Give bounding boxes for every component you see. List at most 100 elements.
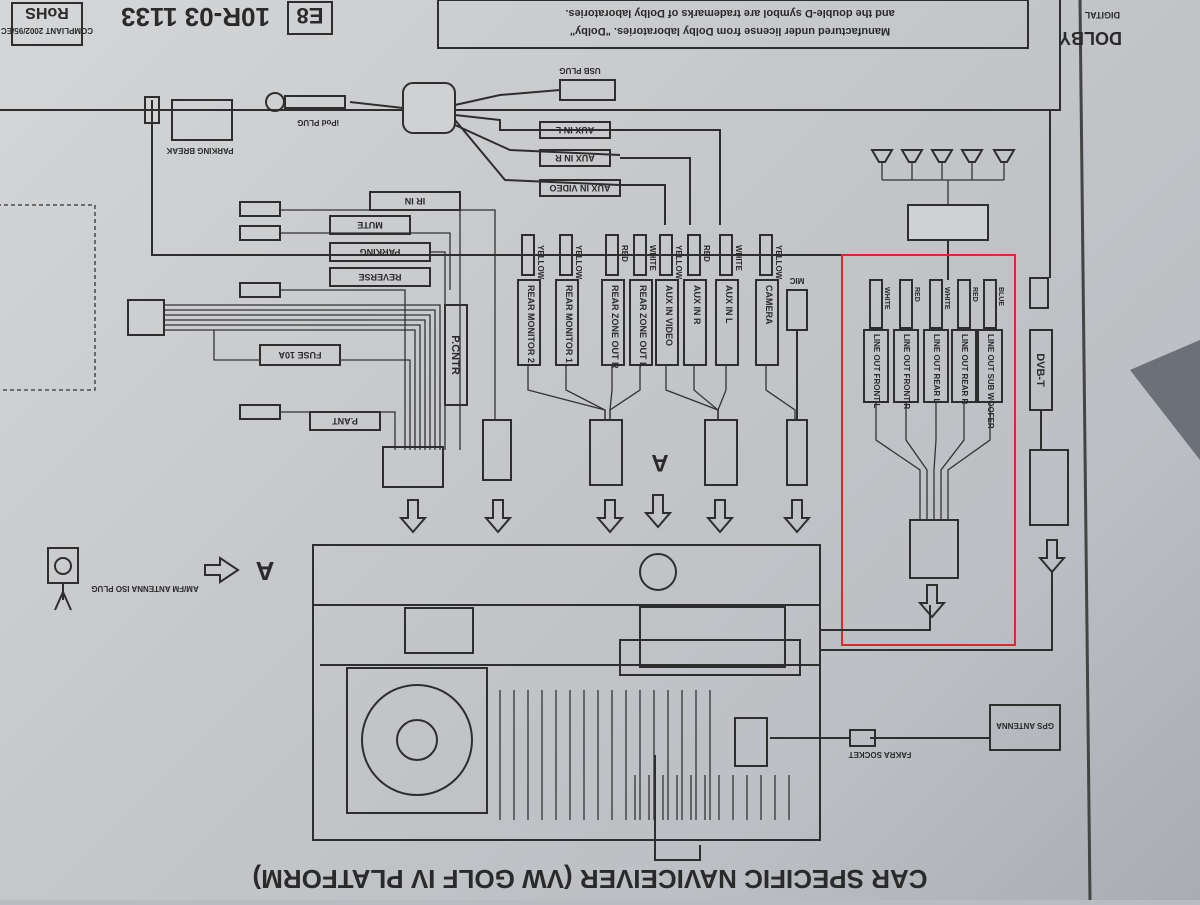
speaker-wiring-box (0, 204, 96, 391)
parking-label: PARKING (360, 247, 401, 257)
antenna-label: AM/FM ANTENNA ISO PLUG (91, 584, 198, 593)
gps-socket (734, 717, 768, 767)
rca-color-label: RED (620, 245, 629, 262)
ipod-plug-label: iPod PLUG (297, 118, 339, 127)
rca-label: REAR ZONE OUT R (610, 285, 620, 369)
line-out-label: LINE OUT SUB WOOFER (986, 334, 995, 429)
head-unit (312, 544, 1053, 861)
rca-label-box (555, 279, 579, 366)
iso-socket (404, 607, 474, 654)
rca-label-box (755, 279, 779, 366)
iso-connector (127, 299, 165, 336)
rohs-sub: COMPLIANT 2002/95/EC (1, 26, 93, 35)
cooling-fan (346, 667, 488, 814)
usb-plug-label: USB PLUG (559, 66, 600, 75)
aux-in-r-plug: AUX IN R (555, 153, 595, 163)
ir-in-label: IR IN (405, 196, 426, 206)
ir-in-plug (239, 201, 281, 217)
line-out-color: WHITE (943, 287, 950, 310)
line-out-color: WHITE (883, 287, 890, 310)
arrow-down-icon (398, 499, 428, 534)
p-ant-label: P.ANT (332, 416, 358, 426)
p-cntr-label: P.CNTR (449, 335, 461, 375)
marker-a-left: A (255, 556, 274, 586)
main-harness-connector (382, 446, 444, 488)
highlight-line-out (841, 254, 1016, 646)
device-edge (1078, 0, 1092, 901)
rca-label-box (601, 279, 625, 366)
mic-label: MIC (789, 276, 804, 285)
speaker-icon (930, 149, 954, 163)
arrows (204, 494, 1067, 619)
hologram-sticker (1130, 340, 1200, 460)
rca-label: REAR ZONE OUT L (638, 285, 648, 368)
rohs-label: RoHS (25, 4, 69, 21)
line-out-label: LINE OUT REAR R (960, 334, 969, 404)
rohs-box (11, 2, 83, 46)
dolby-sub: DIGITAL (1084, 10, 1120, 20)
arrow-down-icon (595, 499, 625, 534)
reverse-label: REVERSE (358, 272, 401, 282)
arrow-down-icon (1037, 539, 1067, 574)
line-out-label: LINE OUT FRONT L (872, 334, 881, 408)
rca-plug-icon (633, 234, 647, 276)
mic-icon (786, 289, 808, 331)
rca-label: AUX IN VIDEO (664, 285, 674, 346)
parking-break-sticker (171, 99, 233, 141)
dolby-note-box (437, 0, 1029, 49)
rca-label: AUX IN L (724, 285, 734, 324)
line-out-label: LINE OUT FRONT R (902, 334, 911, 409)
rca-label-box (517, 279, 541, 366)
arrow-down-icon (917, 584, 947, 619)
line-out-plug-icon (983, 279, 997, 329)
e-mark-box (287, 1, 333, 35)
usb-plug-icon (559, 79, 616, 101)
reverse-plug (239, 282, 281, 298)
rca-color-label: WHITE (648, 245, 657, 271)
mute-plug (239, 225, 281, 241)
speaker-connector (907, 204, 989, 241)
arrow-right-icon (204, 556, 240, 584)
parking-wire (151, 100, 905, 256)
p-ant-plug (239, 404, 281, 420)
rca-plug-icon (719, 234, 733, 276)
dvbt-connector (1029, 449, 1069, 526)
line-out-plug-icon (899, 279, 913, 329)
arrow-down-icon (705, 499, 735, 534)
line-out-label: LINE OUT REAR L (932, 334, 941, 403)
antenna-iso-plug-icon (47, 547, 79, 584)
model-code: 10R-03 1133 (121, 2, 270, 32)
rca-label-box (655, 279, 679, 366)
rca-plug-icon (659, 234, 673, 276)
line-out-group: WHITE LINE OUT FRONT L RED LINE OUT FRONT R… (863, 279, 1004, 520)
rca-color-label: YELLOW (774, 245, 783, 280)
mic-connector (786, 419, 808, 486)
aux-in-video-plug: AUX IN VIDEO (549, 183, 610, 193)
ipod-connector-block (402, 82, 456, 134)
e-mark: E8 (297, 3, 324, 28)
rca-connector (589, 419, 623, 486)
sticker-edge (0, 0, 1061, 111)
mute-label: MUTE (357, 220, 383, 230)
speaker-icon (900, 149, 924, 163)
rca-plug-icon (605, 234, 619, 276)
line-out-plug-icon (957, 279, 971, 329)
ipod-plug-icon (265, 92, 285, 112)
rca-plug-icon (687, 234, 701, 276)
rca-color-label: WHITE (734, 245, 743, 271)
dolby-note-1: Manufactured under license from Dolby la… (570, 25, 890, 37)
line-out-color: RED (913, 287, 920, 302)
rca-connector (704, 419, 738, 486)
line-out-connector (909, 519, 959, 579)
speaker-icon (870, 149, 894, 163)
dolby-logo: DOLBY (1059, 28, 1122, 48)
rca-color-label: RED (702, 245, 711, 262)
gps-label: GPS ANTENNA (996, 721, 1054, 730)
speaker-icons (870, 149, 1016, 205)
rca-color-label: YELLOW (674, 245, 683, 280)
rca-label: REAR MONITOR 1 (564, 285, 574, 363)
arrow-down-icon (483, 499, 513, 534)
